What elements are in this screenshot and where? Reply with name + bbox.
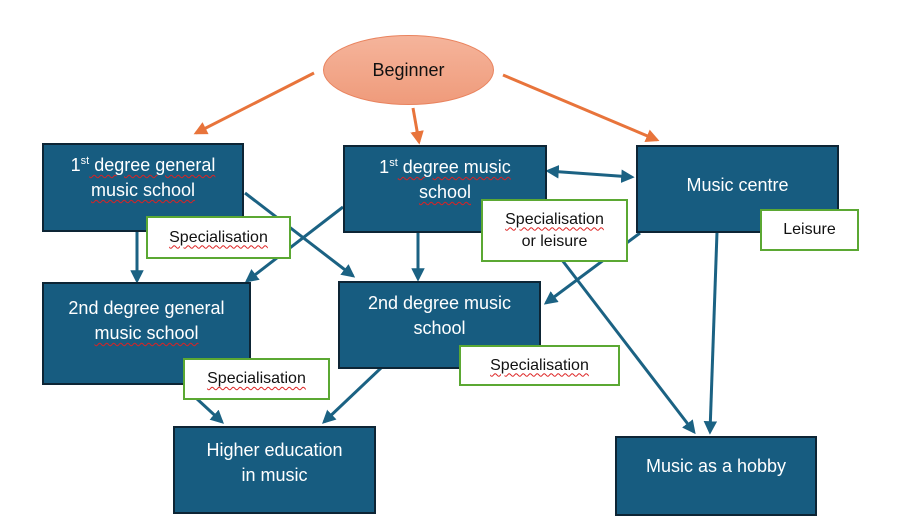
specialisation-label-second-music: Specialisation: [459, 345, 620, 386]
music-as-hobby-node: Music as a hobby: [615, 436, 817, 516]
label-text-line1: Specialisation: [505, 210, 604, 228]
specialisation-or-leisure-label: Specialisation or leisure: [481, 199, 628, 262]
node-label-line1: 2nd degree general: [68, 298, 225, 318]
arrow-first-music-music-centre-bidirectional: [545, 165, 635, 183]
node-label-line1: 2nd degree music: [367, 293, 512, 313]
node-label-line2: music school: [94, 323, 199, 343]
leisure-label: Leisure: [760, 209, 859, 251]
node-label-line1: 1st degree music: [379, 157, 511, 177]
label-text: Specialisation: [169, 228, 268, 246]
node-label-line1: Higher education: [206, 440, 343, 460]
node-label-line2: in music: [241, 465, 308, 485]
node-label: Music as a hobby: [645, 455, 787, 476]
specialisation-label-first-general: Specialisation: [146, 216, 291, 259]
arrow-music-centre-to-hobby: [703, 231, 719, 435]
second-degree-music-school-node: 2nd degree music school: [338, 281, 541, 369]
arrow-beginner-to-first-music: [410, 107, 424, 145]
beginner-label: Beginner: [372, 59, 445, 80]
label-text: Leisure: [783, 221, 836, 238]
label-text: Specialisation: [207, 370, 306, 387]
specialisation-label-second-general: Specialisation: [183, 358, 330, 400]
arrow-first-music-to-hobby: [560, 259, 696, 435]
arrow-beginner-to-first-general: [193, 71, 315, 135]
arrow-first-general-to-second-music: [244, 191, 356, 278]
arrow-second-general-to-higher-ed: [194, 396, 224, 424]
label-text-line2: or leisure: [521, 232, 588, 250]
higher-education-node: Higher education in music: [173, 426, 376, 514]
node-label-line1: 1st degree general: [70, 155, 216, 175]
node-label-line2: music school: [90, 180, 196, 200]
arrow-second-music-to-higher-ed: [322, 366, 383, 424]
label-text: Specialisation: [490, 356, 589, 374]
second-degree-general-music-school-node: 2nd degree general music school: [42, 282, 251, 385]
node-label: Music centre: [686, 174, 789, 195]
node-label-line2: school: [418, 182, 471, 202]
beginner-node: Beginner: [323, 35, 494, 105]
node-label-line2: school: [413, 318, 466, 338]
arrow-first-music-to-second-general: [244, 205, 344, 283]
first-degree-general-music-school-node: 1st degree general music school: [42, 143, 244, 232]
arrow-beginner-to-music-centre: [502, 73, 660, 143]
